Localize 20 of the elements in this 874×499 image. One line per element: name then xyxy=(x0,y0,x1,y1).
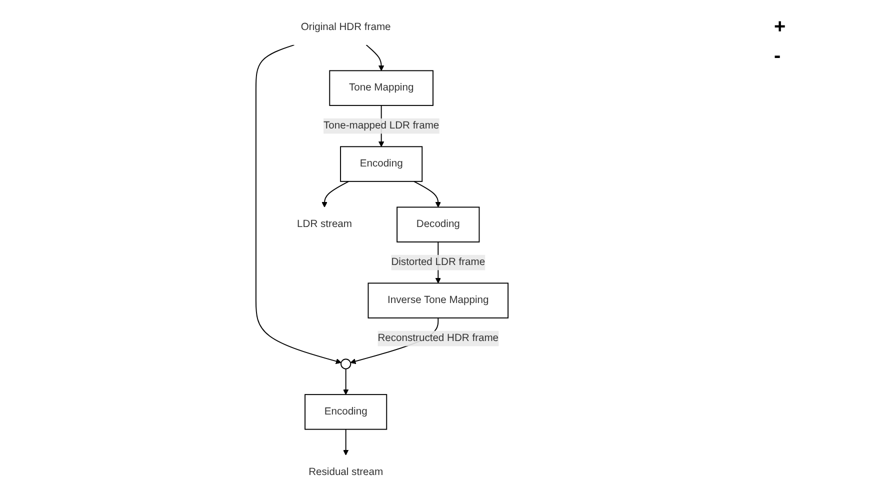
edge-label: Tone-mapped LDR frame xyxy=(323,120,440,131)
arrow xyxy=(366,44,384,70)
edge-label: Distorted LDR frame xyxy=(391,256,486,268)
node-box: Inverse Tone Mapping xyxy=(368,282,509,318)
arrow xyxy=(343,428,349,455)
arrow xyxy=(322,180,350,207)
node-text: Original HDR frame xyxy=(300,21,391,32)
node-text: Residual stream xyxy=(308,466,384,478)
node-box: Encoding xyxy=(304,394,388,430)
node-box: Encoding xyxy=(340,146,423,182)
arrow xyxy=(343,368,349,394)
arrow xyxy=(413,180,441,207)
edge-label: Reconstructed HDR frame xyxy=(378,332,499,344)
sign-label: - xyxy=(774,45,782,68)
arrow xyxy=(255,44,342,364)
node-box: Tone Mapping xyxy=(329,70,434,106)
node-box: Decoding xyxy=(396,206,480,242)
node-text: LDR stream xyxy=(297,218,352,230)
node-circle xyxy=(340,358,352,369)
sign-label: + xyxy=(774,16,787,39)
